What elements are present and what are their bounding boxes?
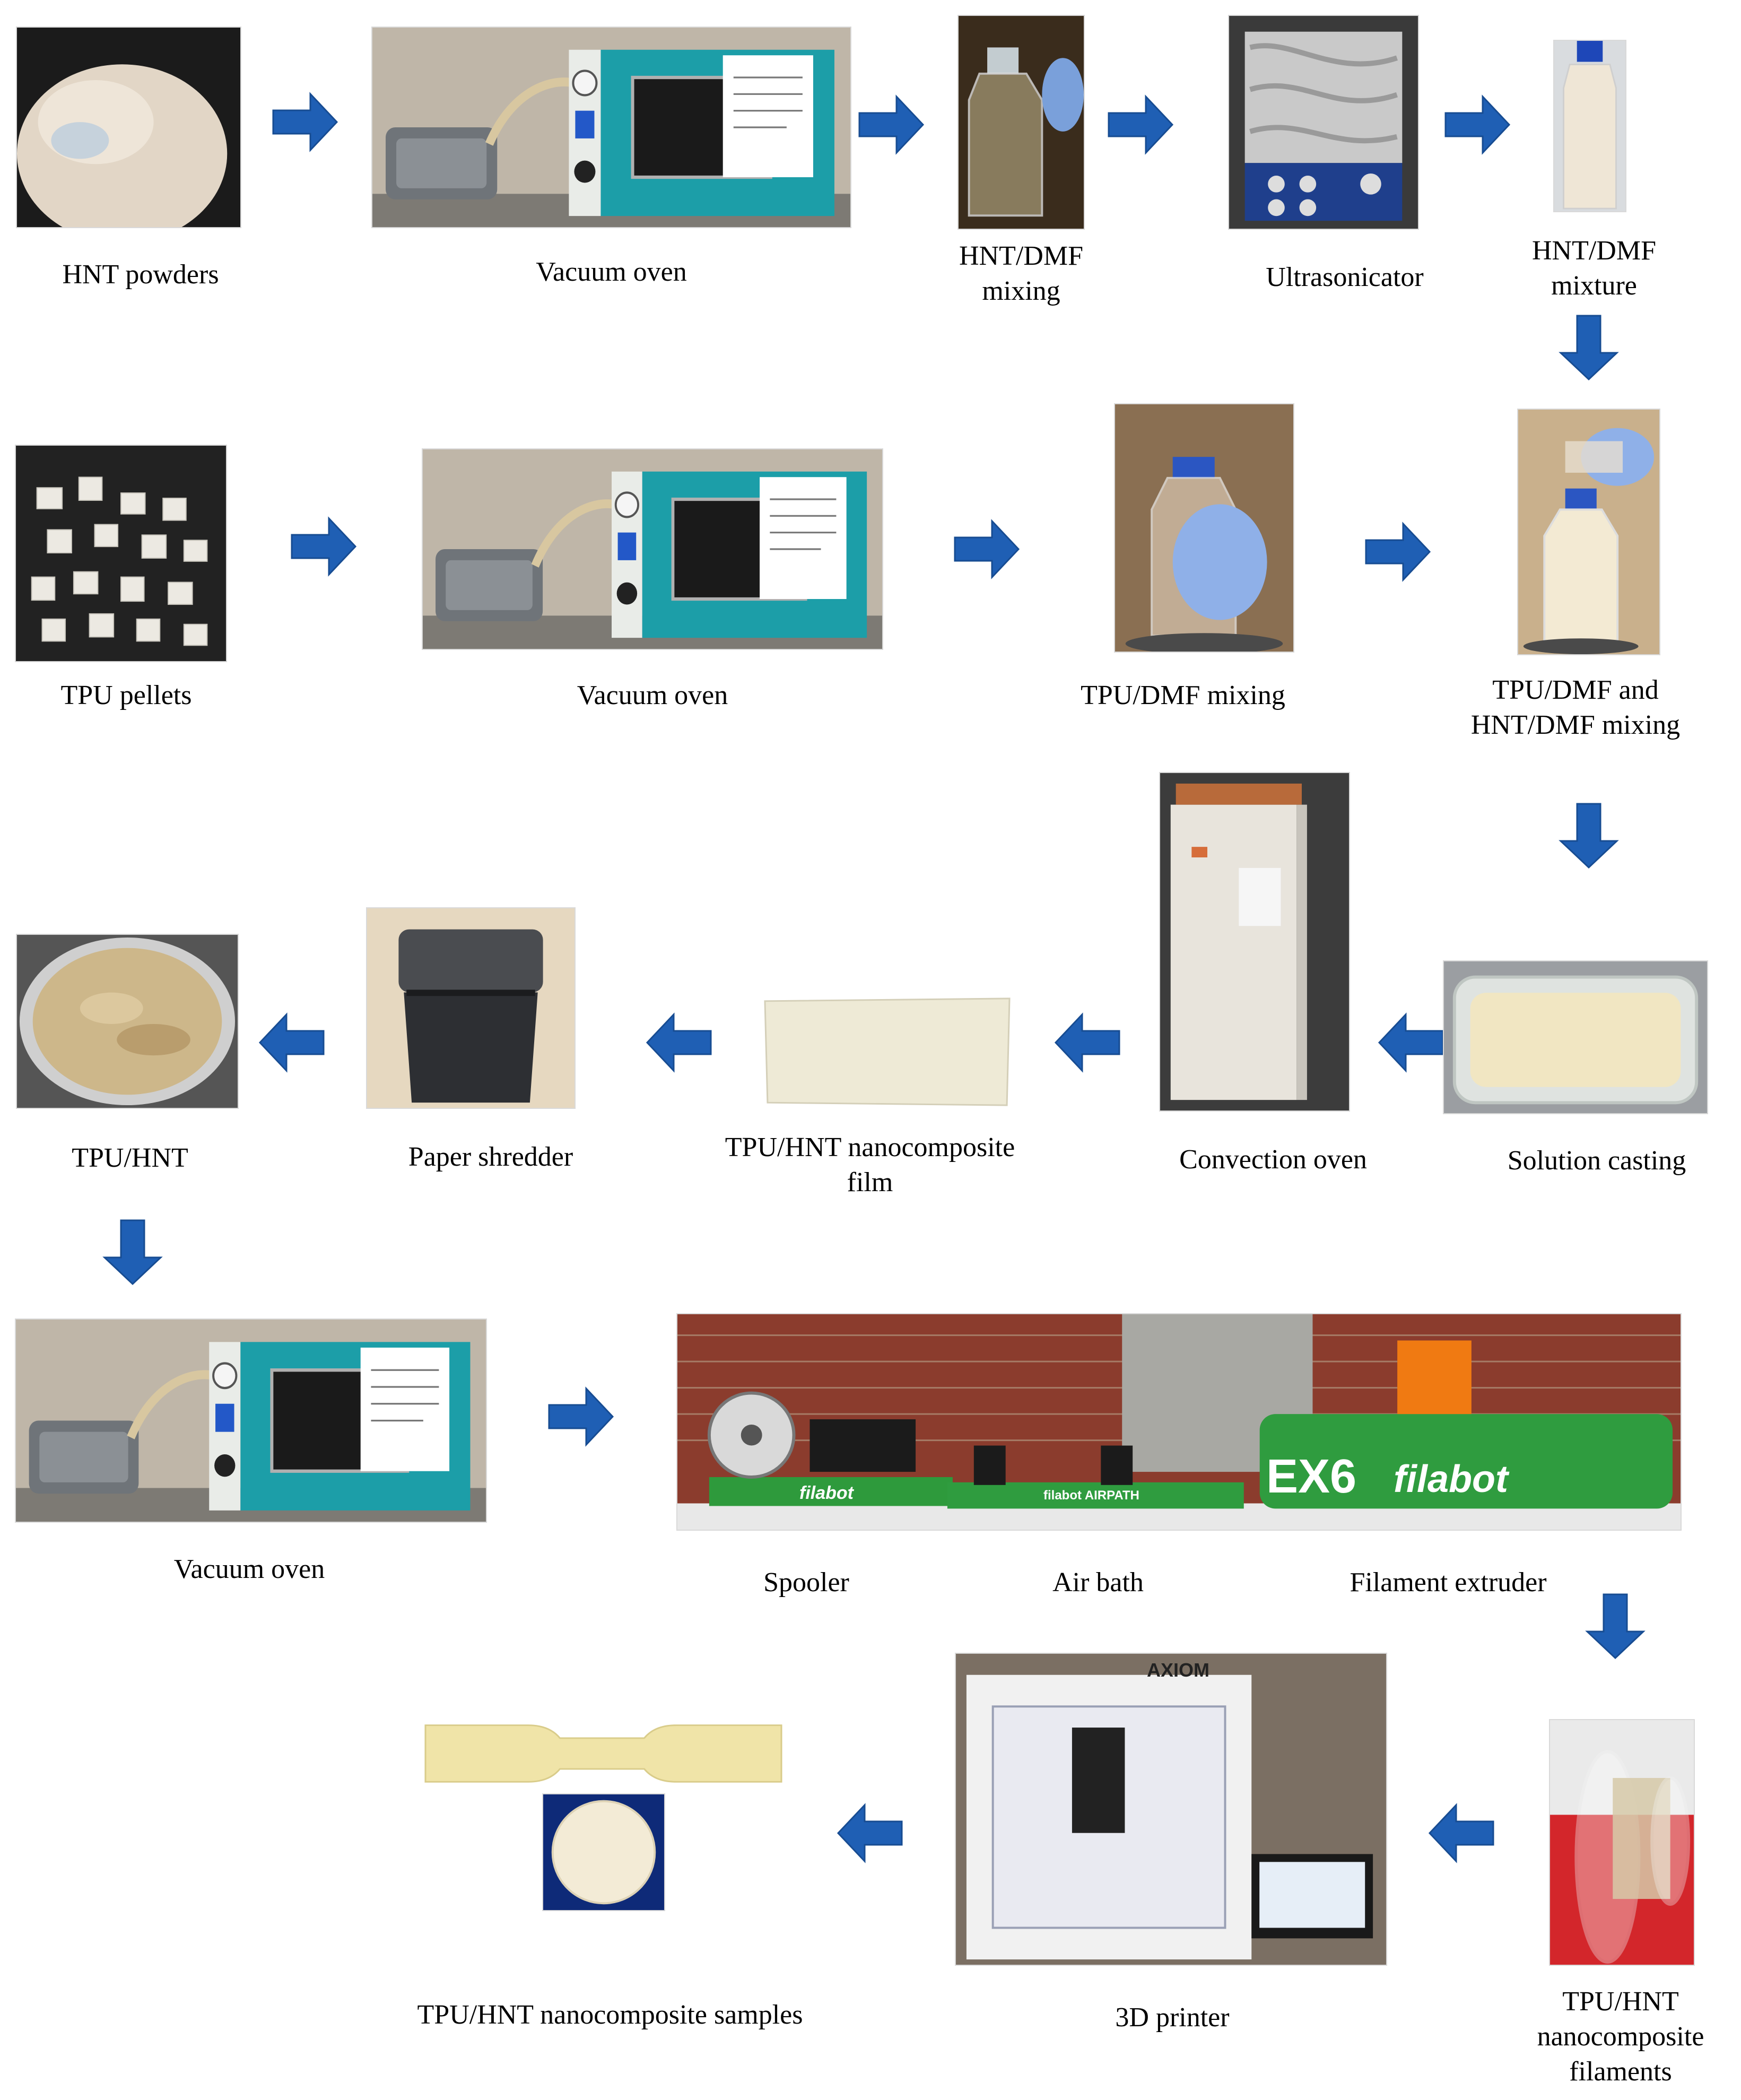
- arrow-right-icon: [271, 88, 340, 157]
- label-solution-casting: Solution casting: [1507, 1146, 1686, 1176]
- ex6-logo: EX6: [1266, 1450, 1357, 1503]
- label-line: filaments: [1569, 2056, 1672, 2087]
- filabot-airpath-logo: filabot AIRPATH: [1043, 1488, 1139, 1503]
- arrow-left-icon: [1053, 1008, 1122, 1077]
- label-vacuum-oven: Vacuum oven: [173, 1554, 325, 1584]
- paper-shredder-photo: [366, 907, 576, 1109]
- hnt-dmf-mixture-photo: [1553, 40, 1626, 212]
- filabot-spooler-logo: filabot: [799, 1483, 854, 1503]
- 3d-printer-photo: AXIOM: [955, 1653, 1387, 1966]
- extrusion-line-photo: EX6 filabot filabot filabot AIRPATH: [676, 1313, 1682, 1531]
- arrow-down-icon: [1581, 1592, 1650, 1661]
- vacuum-oven-photo: [371, 27, 851, 228]
- label-line: HNT/DMF mixing: [1470, 710, 1681, 740]
- label-combined-mixing: TPU/DMF and HNT/DMF mixing: [1443, 673, 1708, 743]
- arrow-left-icon: [257, 1008, 326, 1077]
- filaments-photo: [1549, 1719, 1695, 1966]
- film-photo: [761, 995, 1013, 1109]
- arrow-right-icon: [952, 515, 1021, 584]
- label-ultrasonicator: Ultrasonicator: [1266, 262, 1424, 292]
- arrow-right-icon: [546, 1382, 615, 1451]
- label-3d-printer: 3D printer: [1115, 2002, 1230, 2033]
- arrow-right-icon: [857, 90, 926, 159]
- label-tpu-pellets: TPU pellets: [60, 680, 192, 710]
- vacuum-oven-photo: [15, 1318, 487, 1523]
- label-filaments: TPU/HNT nanocomposite filaments: [1517, 1984, 1724, 2089]
- disc-sample-photo: [542, 1793, 665, 1911]
- arrow-right-icon: [1363, 517, 1432, 586]
- axiom-logo: AXIOM: [1147, 1659, 1210, 1681]
- label-line: TPU/HNT: [1562, 1986, 1679, 2017]
- label-filament-extruder: Filament extruder: [1350, 1567, 1547, 1598]
- arrow-left-icon: [1427, 1799, 1496, 1868]
- solution-casting-photo: [1443, 960, 1708, 1114]
- tpu-pellets-photo: [15, 445, 227, 662]
- label-hnt-dmf-mixture: HNT/DMF mixture: [1485, 233, 1703, 303]
- label-line: mixing: [982, 276, 1060, 306]
- arrow-left-icon: [835, 1799, 904, 1868]
- ultrasonicator-photo: [1228, 15, 1419, 230]
- arrow-down-icon: [1554, 801, 1623, 870]
- label-hnt-powders: HNT powders: [62, 259, 219, 290]
- filabot-logo: filabot: [1394, 1458, 1508, 1500]
- label-hnt-dmf-mixing: HNT/DMF mixing: [910, 239, 1133, 309]
- label-line: nanocomposite: [1537, 2021, 1704, 2052]
- label-line: TPU/DMF and: [1492, 675, 1659, 705]
- arrow-right-icon: [1106, 90, 1175, 159]
- label-line: HNT/DMF: [959, 241, 1084, 271]
- label-vacuum-oven: Vacuum oven: [536, 257, 687, 287]
- vacuum-oven-photo: [422, 448, 883, 650]
- label-line: mixture: [1551, 271, 1637, 301]
- label-line: film: [847, 1167, 893, 1197]
- label-line: HNT/DMF: [1531, 236, 1657, 266]
- combined-mixing-photo: [1517, 409, 1660, 655]
- label-film: TPU/HNT nanocomposite film: [706, 1130, 1034, 1200]
- label-paper-shredder: Paper shredder: [408, 1142, 573, 1172]
- arrow-down-icon: [1554, 313, 1623, 382]
- dogbone-sample-photo: [422, 1719, 785, 1788]
- label-line: TPU/HNT nanocomposite: [725, 1132, 1015, 1162]
- label-tpu-dmf-mixing: TPU/DMF mixing: [1081, 680, 1285, 710]
- label-samples: TPU/HNT nanocomposite samples: [417, 2000, 803, 2030]
- hnt-powders-photo: [16, 27, 241, 228]
- arrow-right-icon: [289, 512, 358, 581]
- tpu-hnt-photo: [16, 934, 239, 1109]
- arrow-right-icon: [1443, 90, 1512, 159]
- label-spooler: Spooler: [763, 1567, 849, 1598]
- label-air-bath: Air bath: [1052, 1567, 1144, 1598]
- convection-oven-photo: [1159, 772, 1350, 1112]
- tpu-dmf-mixing-photo: [1114, 403, 1294, 653]
- label-tpu-hnt: TPU/HNT: [72, 1143, 188, 1173]
- arrow-left-icon: [1377, 1008, 1446, 1077]
- hnt-dmf-mixing-photo: [957, 15, 1085, 230]
- arrow-left-icon: [645, 1008, 713, 1077]
- arrow-down-icon: [98, 1218, 167, 1287]
- label-convection-oven: Convection oven: [1179, 1144, 1367, 1175]
- label-vacuum-oven: Vacuum oven: [577, 680, 728, 710]
